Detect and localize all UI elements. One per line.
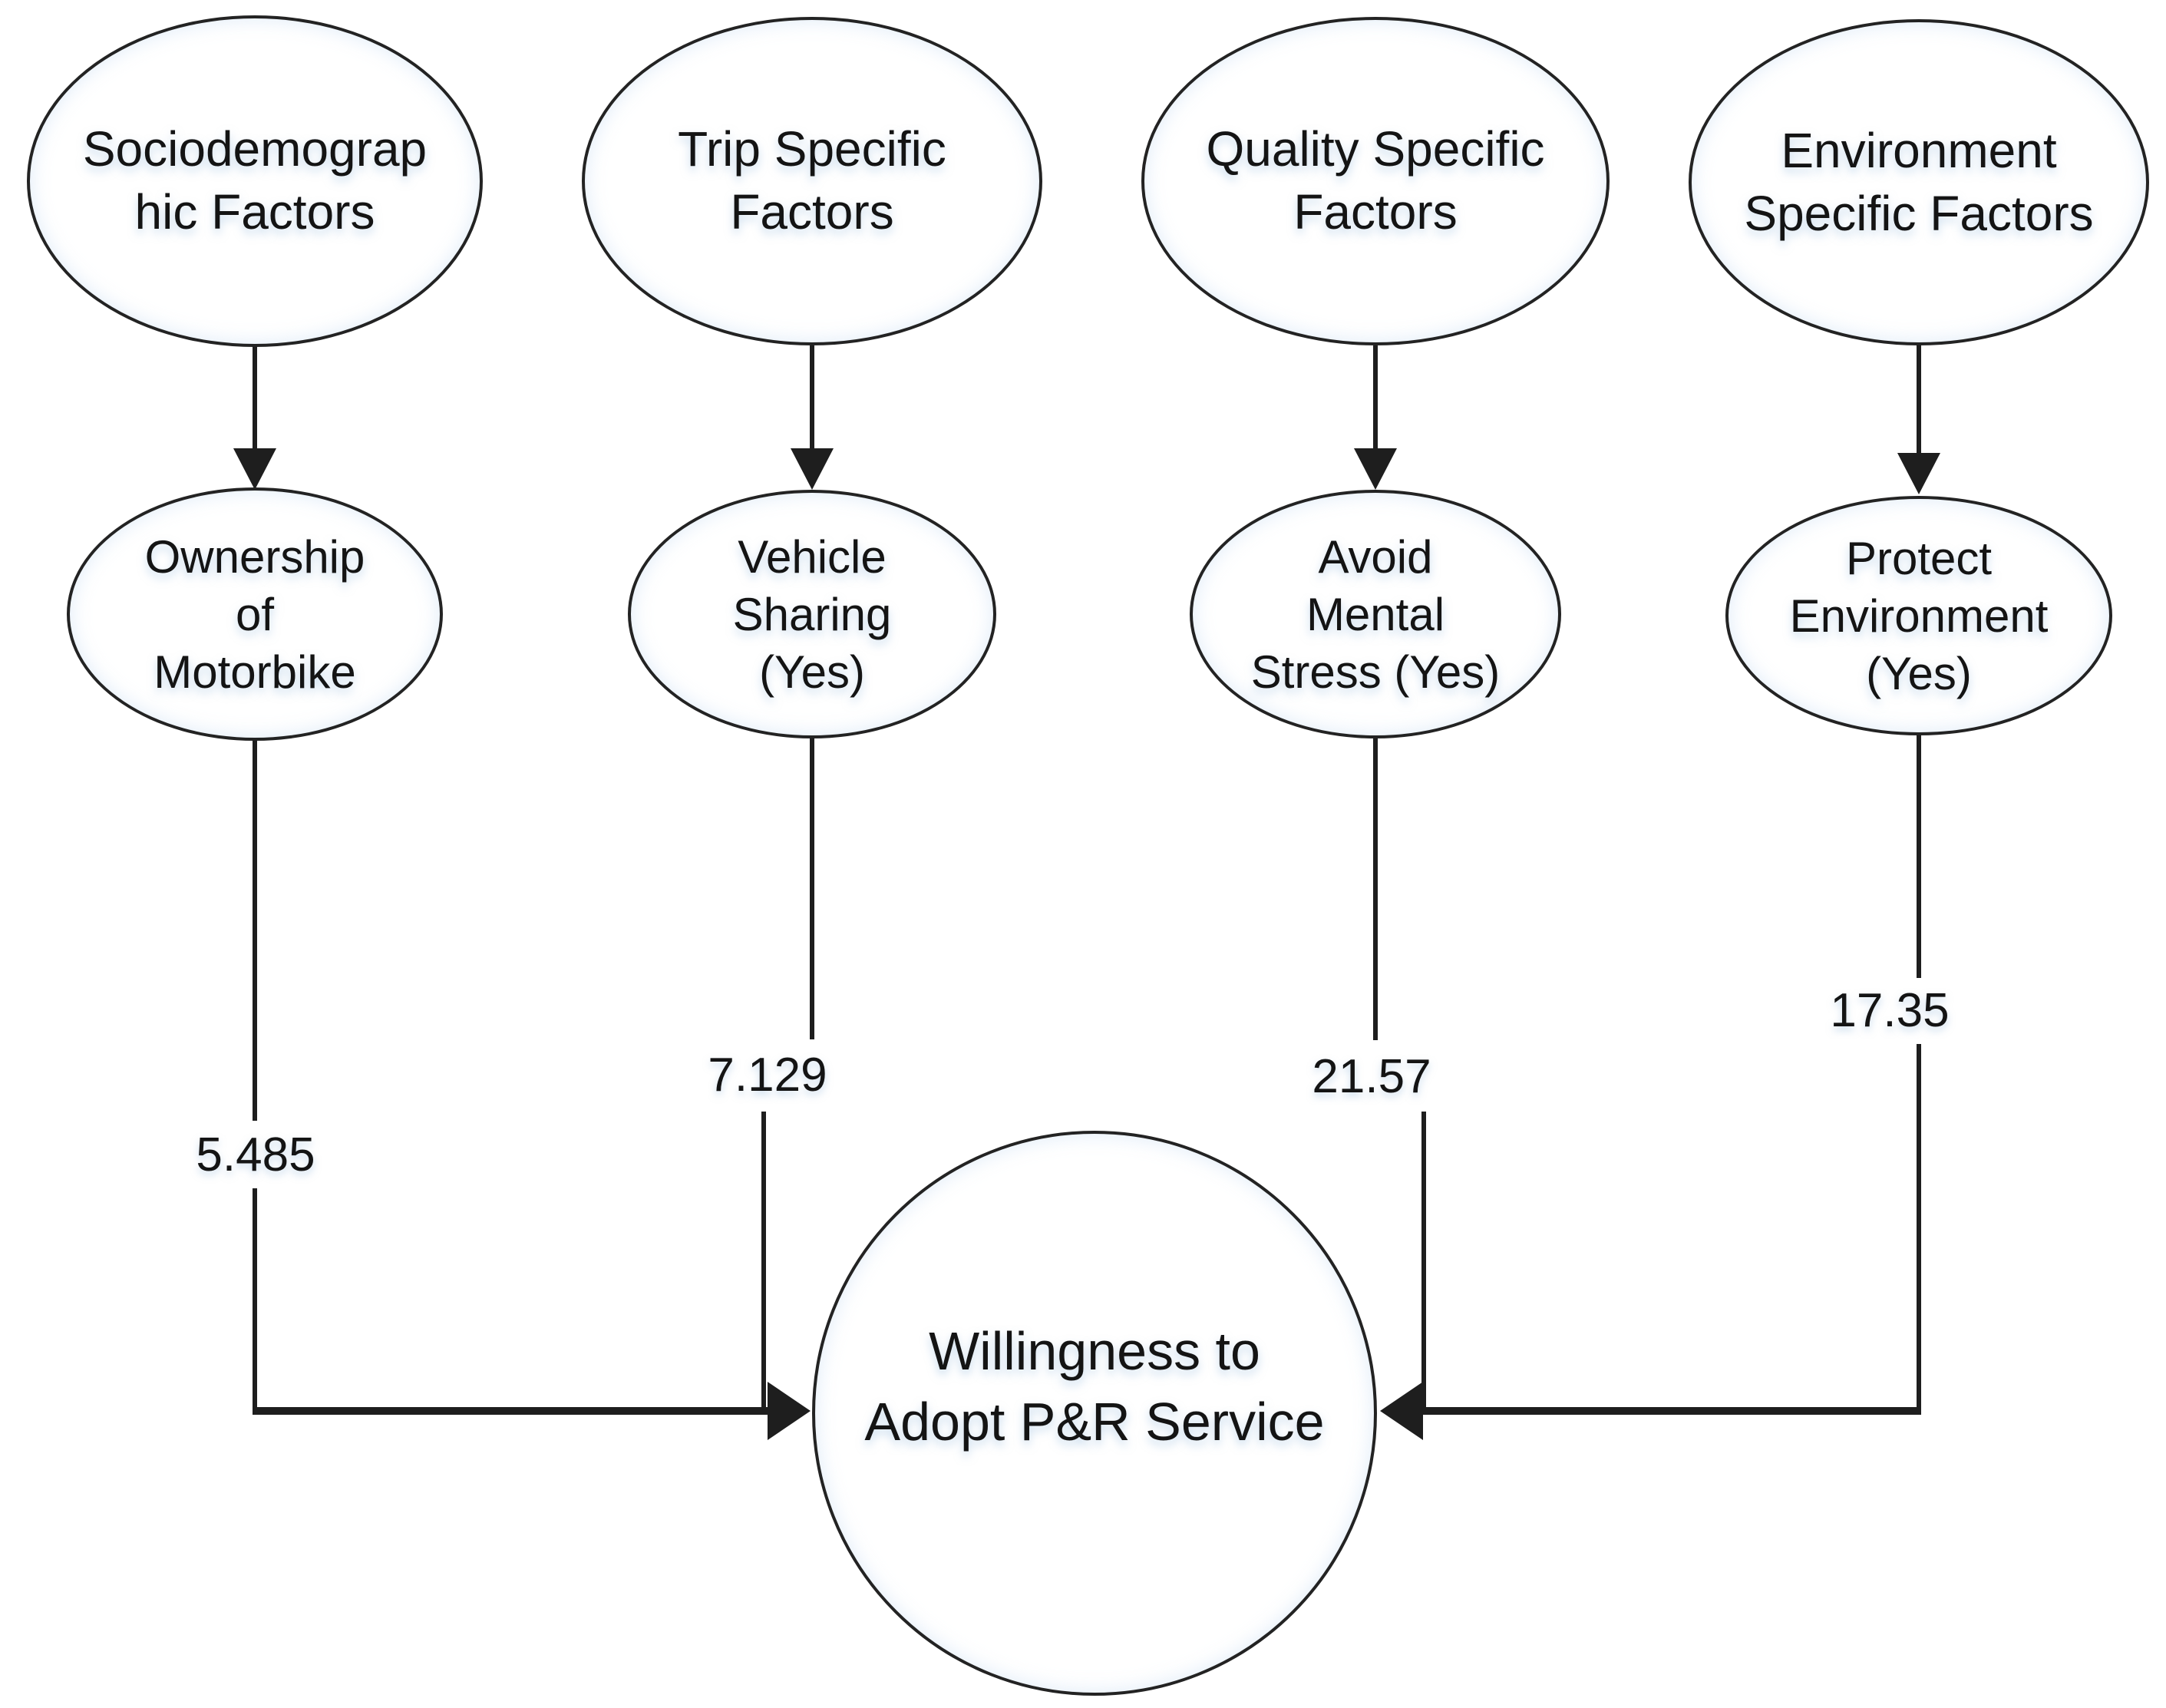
coefficient-label-avoid-stress: 21.57 [1279, 1044, 1464, 1108]
arrow-trip-to-vehicle-sharing [791, 345, 834, 490]
coefficient-label-protect-environment: 17.35 [1798, 978, 1982, 1042]
indicator-node-vehicle-sharing: Vehicle Sharing (Yes) [628, 490, 996, 738]
path-vehicle-sharing-to-outcome [761, 737, 814, 1415]
path-protect-environment-to-outcome [1380, 731, 1921, 1440]
indicator-label-protect-environment: Protect Environment (Yes) [1789, 532, 2049, 699]
factor-node-trip-specific: Trip Specific Factors [582, 17, 1042, 345]
arrow-sociodemographic-to-ownership [233, 345, 276, 490]
arrow-environment-to-protect-environment [1897, 344, 1940, 494]
path-ownership-to-outcome [253, 739, 811, 1440]
coefficient-label-vehicle-sharing: 7.129 [675, 1042, 860, 1107]
outcome-label-willingness-to-adopt: Willingness to Adopt P&R Service [864, 1320, 1325, 1452]
factor-label-sociodemographic: Sociodemograp hic Factors [82, 121, 428, 240]
arrow-quality-to-avoid-stress [1354, 345, 1397, 490]
outcome-node-willingness-to-adopt: Willingness to Adopt P&R Service [812, 1131, 1377, 1696]
indicator-node-motorbike-ownership: Ownership of Motorbike [67, 487, 443, 741]
indicator-label-avoid-mental-stress: Avoid Mental Stress (Yes) [1250, 530, 1501, 698]
factor-label-quality-specific: Quality Specific Factors [1206, 121, 1545, 240]
path-avoid-stress-to-outcome [1373, 737, 1426, 1415]
factor-label-trip-specific: Trip Specific Factors [678, 121, 946, 240]
factor-label-environment-specific: Environment Specific Factors [1744, 122, 2094, 241]
indicator-node-avoid-mental-stress: Avoid Mental Stress (Yes) [1190, 490, 1561, 738]
factor-node-environment-specific: Environment Specific Factors [1689, 19, 2149, 345]
indicator-node-protect-environment: Protect Environment (Yes) [1725, 496, 2112, 735]
factor-node-quality-specific: Quality Specific Factors [1141, 17, 1610, 345]
coefficient-label-ownership: 5.485 [163, 1122, 348, 1187]
factor-node-sociodemographic: Sociodemograp hic Factors [27, 15, 483, 347]
indicator-label-motorbike-ownership: Ownership of Motorbike [144, 530, 365, 698]
indicator-label-vehicle-sharing: Vehicle Sharing (Yes) [732, 530, 892, 698]
